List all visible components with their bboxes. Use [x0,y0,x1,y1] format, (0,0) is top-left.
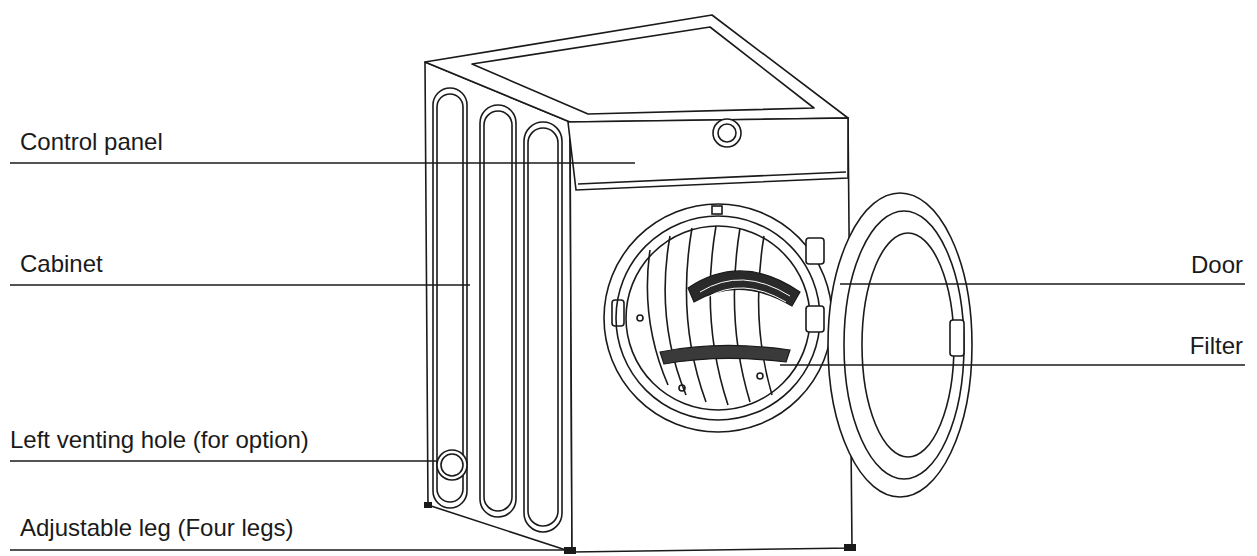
lint-filter-part [688,271,800,306]
drum-opening-part [612,300,624,326]
part-label: Left venting hole (for option) [10,426,309,454]
dryer-body [425,15,852,552]
control-panel [568,118,848,190]
cabinet-ribs-part [437,94,463,502]
part-label: Cabinet [20,250,103,278]
drum-opening-part [637,315,643,321]
drum-opening-part [647,250,668,385]
door-part [862,233,954,457]
door-part [844,211,964,479]
cabinet-ribs-part [524,122,562,532]
control-panel-part [718,124,736,142]
dryer-body-part [425,15,848,122]
control-panel-part [713,119,741,147]
dryer-body-part [425,62,572,552]
drum-opening-part [759,236,772,395]
part-label: Filter [1190,332,1243,360]
venting-hole [437,450,467,480]
legs-part [844,544,856,551]
leader-lines-part [10,284,470,285]
drum-opening [604,204,832,432]
control-panel-part [578,172,846,184]
door-part [950,320,964,356]
part-label: Door [1191,251,1243,279]
leader-lines-part [10,549,566,550]
drum-opening-part [734,228,750,402]
drum-opening-part [757,373,763,379]
leader-lines [10,163,1245,550]
leader-lines-part [10,460,437,461]
lint-filter-part [660,345,790,364]
legs [424,502,856,554]
cabinet-ribs [433,88,562,532]
drum-opening-part [679,385,685,391]
lint-filter-part [706,288,786,302]
cabinet-ribs-part [480,105,516,517]
legs-part [424,502,432,508]
dryer-body-part [472,27,814,114]
cabinet-ribs-part [528,128,558,526]
drum-opening-part [626,226,810,410]
door [806,193,972,497]
cabinet-ribs-part [484,111,512,511]
leader-lines-part [10,162,635,163]
drum-opening-part [712,206,722,214]
drum-opening-part [616,216,820,420]
leader-lines-part [780,364,1245,365]
control-panel-part [568,118,848,190]
venting-hole-part [441,454,463,476]
drum-opening-part [686,228,706,402]
cabinet-ribs-part [433,88,467,508]
drum-opening-part [710,226,728,405]
lint-filter [660,271,800,364]
door-part [806,238,824,264]
door-part [828,193,972,497]
venting-hole-part [437,450,467,480]
leader-lines-part [840,283,1245,284]
part-label: Control panel [20,128,163,156]
drum-opening-part [604,204,832,432]
drum-opening-part [665,236,686,395]
door-part [806,306,824,332]
part-label: Adjustable leg (Four legs) [20,514,293,542]
